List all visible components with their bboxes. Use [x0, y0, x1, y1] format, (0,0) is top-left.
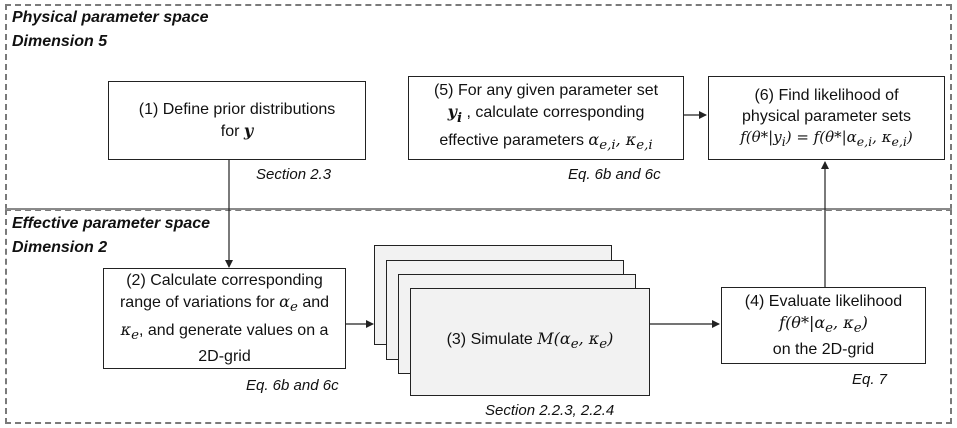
box5-caption: Eq. 6b and 6c	[568, 166, 661, 183]
box3-line: (3) Simulate M(αe, κe)	[446, 329, 614, 353]
region-divider	[5, 208, 952, 210]
box1-caption: Section 2.3	[256, 166, 332, 183]
box6-line1: (6) Find likelihood of	[754, 86, 899, 104]
physical-parameter-space-region	[5, 4, 952, 210]
box4-line1: (4) Evaluate likelihood	[744, 292, 903, 310]
box-find-likelihood: (6) Find likelihood of physical paramete…	[708, 76, 945, 160]
box3-caption: Section 2.2.3, 2.2.4	[485, 402, 615, 419]
box-calculate-effective-params: (5) For any given parameter set yi , cal…	[408, 76, 684, 160]
box-define-priors: (1) Define prior distributions for y	[108, 81, 366, 160]
box-evaluate-likelihood: (4) Evaluate likelihood f(θ*|αe, κe) on …	[721, 287, 926, 364]
box4-line3: on the 2D-grid	[772, 341, 875, 359]
box4-line2: f(θ*|αe, κe)	[779, 312, 868, 337]
box6-line2: physical parameter sets	[742, 107, 911, 125]
box6-line3: f(θ*|yi) = f(θ*|αe,i, κe,i)	[740, 127, 913, 149]
box2-line1: (2) Calculate corresponding	[126, 272, 323, 290]
effective-parameter-space-region	[5, 209, 952, 424]
box2-caption: Eq. 6b and 6c	[246, 377, 339, 394]
box2-line4: 2D-grid	[198, 347, 251, 365]
effective-space-dimension: Dimension 2	[12, 239, 108, 256]
box2-line2: range of variations for αe and	[119, 292, 330, 316]
box1-line1: (1) Define prior distributions	[138, 101, 336, 118]
box5-line2: yi , calculate corresponding	[447, 102, 645, 126]
box2-line3: κe, and generate values on a	[120, 319, 329, 343]
box1-line2: for y	[220, 121, 254, 140]
physical-space-dimension: Dimension 5	[12, 33, 108, 50]
box5-line1: (5) For any given parameter set	[433, 82, 659, 100]
box4-caption: Eq. 7	[852, 371, 888, 388]
effective-space-title: Effective parameter space	[12, 215, 211, 232]
box-calculate-ranges: (2) Calculate corresponding range of var…	[103, 268, 346, 369]
box5-line3: effective parameters αe,i, κe,i	[439, 129, 653, 153]
box-simulate: (3) Simulate M(αe, κe)	[410, 288, 650, 396]
physical-space-title: Physical parameter space	[12, 9, 209, 26]
